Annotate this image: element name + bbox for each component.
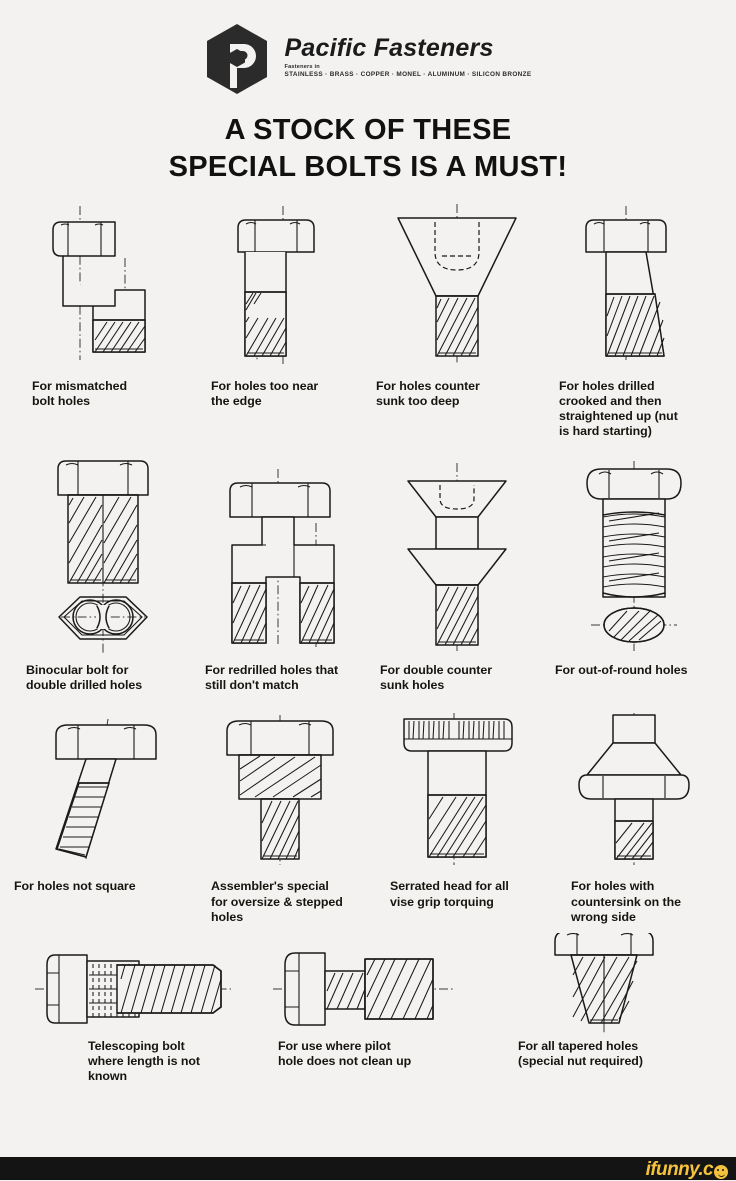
bolt-caption: For holes with countersink on the wrong … xyxy=(571,879,681,924)
bolt-caption: For double counter sunk holes xyxy=(380,663,492,693)
cone-taper-bolt-drawing-icon xyxy=(486,932,722,1033)
bolt-caption: Serrated head for all vise grip torquing xyxy=(390,879,509,909)
bolt-caption: For holes too near the edge xyxy=(211,378,319,408)
bolt-cell-holes-not-square: For holes not square xyxy=(14,709,191,924)
bolt-cell-out-of-round-holes: For out-of-round holes xyxy=(545,455,722,693)
bolt-caption: For redrilled holes that still don't mat… xyxy=(205,663,339,693)
bolt-cell-double-counter-sunk: For double counter sunk holes xyxy=(368,455,545,693)
bolt-cell-tapered-holes: For all tapered holes (special nut requi… xyxy=(486,932,722,1084)
stepped-shoulder-bolt-drawing-icon xyxy=(191,709,368,869)
bolt-cell-redrilled-holes: For redrilled holes that still don't mat… xyxy=(191,455,368,693)
bolt-cell-binocular-bolt: Binocular bolt for double drilled holes xyxy=(14,455,191,693)
bolt-caption: For holes not square xyxy=(14,879,136,894)
bolt-row-3: For holes not square xyxy=(14,709,722,924)
bolt-caption: For mismatched bolt holes xyxy=(32,378,128,408)
binocular-double-shank-bolt-drawing-icon xyxy=(14,455,191,655)
smiley-face-icon xyxy=(714,1165,728,1179)
bolt-row-2: Binocular bolt for double drilled holes xyxy=(14,455,722,693)
bolt-row-4: Telescoping bolt where length is not kno… xyxy=(14,932,722,1084)
stepped-pilot-bolt-side-drawing-icon xyxy=(250,933,486,1033)
telescoping-bolt-side-drawing-icon xyxy=(14,933,250,1033)
bolt-row-1: For mismatched bolt holes xyxy=(14,200,722,440)
bolt-cell-serrated-head: Serrated head for all vise grip torquing xyxy=(368,709,545,924)
bolt-caption: For out-of-round holes xyxy=(555,663,688,678)
brand-text-block: Pacific Fasteners Fasteners in STAINLESS… xyxy=(284,34,532,79)
bolt-caption: For holes counter sunk too deep xyxy=(376,378,480,408)
bolt-cell-holes-too-near-edge: For holes too near the edge xyxy=(191,200,368,440)
bolt-caption: Assembler's special for oversize & stepp… xyxy=(211,879,343,924)
double-countersunk-bolt-drawing-icon xyxy=(368,455,545,655)
brand-materials-list: STAINLESS · BRASS · COPPER · MONEL · ALU… xyxy=(284,71,532,79)
bolt-caption: Binocular bolt for double drilled holes xyxy=(26,663,143,693)
title-line-1: A STOCK OF THESE xyxy=(224,114,512,146)
deep-countersunk-bolt-drawing-icon xyxy=(368,200,545,368)
bolt-cell-pilot-hole-not-clean: For use where pilot hole does not clean … xyxy=(250,933,486,1084)
bolt-cell-countersink-wrong-side: For holes with countersink on the wrong … xyxy=(545,709,722,924)
brand-name: Pacific Fasteners xyxy=(284,34,494,62)
watermark-text: ifunny.c xyxy=(645,1159,714,1180)
bolt-caption: For use where pilot hole does not clean … xyxy=(278,1038,412,1068)
forked-double-leg-bolt-drawing-icon xyxy=(191,455,368,655)
bolt-cell-crooked-drilled-holes: For holes drilled crooked and then strai… xyxy=(545,200,722,440)
bolt-cell-telescoping-bolt: Telescoping bolt where length is not kno… xyxy=(14,933,250,1084)
bolt-caption: For holes drilled crooked and then strai… xyxy=(559,378,678,439)
bent-angled-shank-bolt-drawing-icon xyxy=(14,709,191,869)
tapered-shank-bolt-drawing-icon xyxy=(545,200,722,368)
offset-head-bolt-drawing-icon xyxy=(191,200,368,368)
title-line-2: SPECIAL BOLTS IS A MUST! xyxy=(168,150,568,183)
bolt-caption: For all tapered holes (special nut requi… xyxy=(518,1038,643,1068)
brand-tagline-lead: Fasteners in xyxy=(284,64,320,70)
offset-step-bolt-drawing-icon xyxy=(14,200,191,368)
ifunny-watermark: ifunny.c xyxy=(646,1159,728,1181)
bolt-caption: Telescoping bolt where length is not kno… xyxy=(88,1038,200,1084)
inverted-countersink-bolt-drawing-icon xyxy=(545,709,722,869)
bolt-cell-counter-sunk-too-deep: For holes counter sunk too deep xyxy=(368,200,545,440)
poster-header: Pacific Fasteners Fasteners in STAINLESS… xyxy=(0,0,736,96)
poster-title: A STOCK OF THESE SPECIAL BOLTS IS A MUST… xyxy=(0,112,736,186)
pacific-fasteners-hexagon-p-logo-icon xyxy=(204,22,270,96)
serrated-head-bolt-drawing-icon xyxy=(368,709,545,869)
watermark-bar: ifunny.c xyxy=(0,1157,736,1180)
bolt-cell-assemblers-special: Assembler's special for oversize & stepp… xyxy=(191,709,368,924)
oval-shank-bolt-drawing-icon xyxy=(545,455,722,655)
bolt-cell-mismatched-bolt-holes: For mismatched bolt holes xyxy=(14,200,191,440)
